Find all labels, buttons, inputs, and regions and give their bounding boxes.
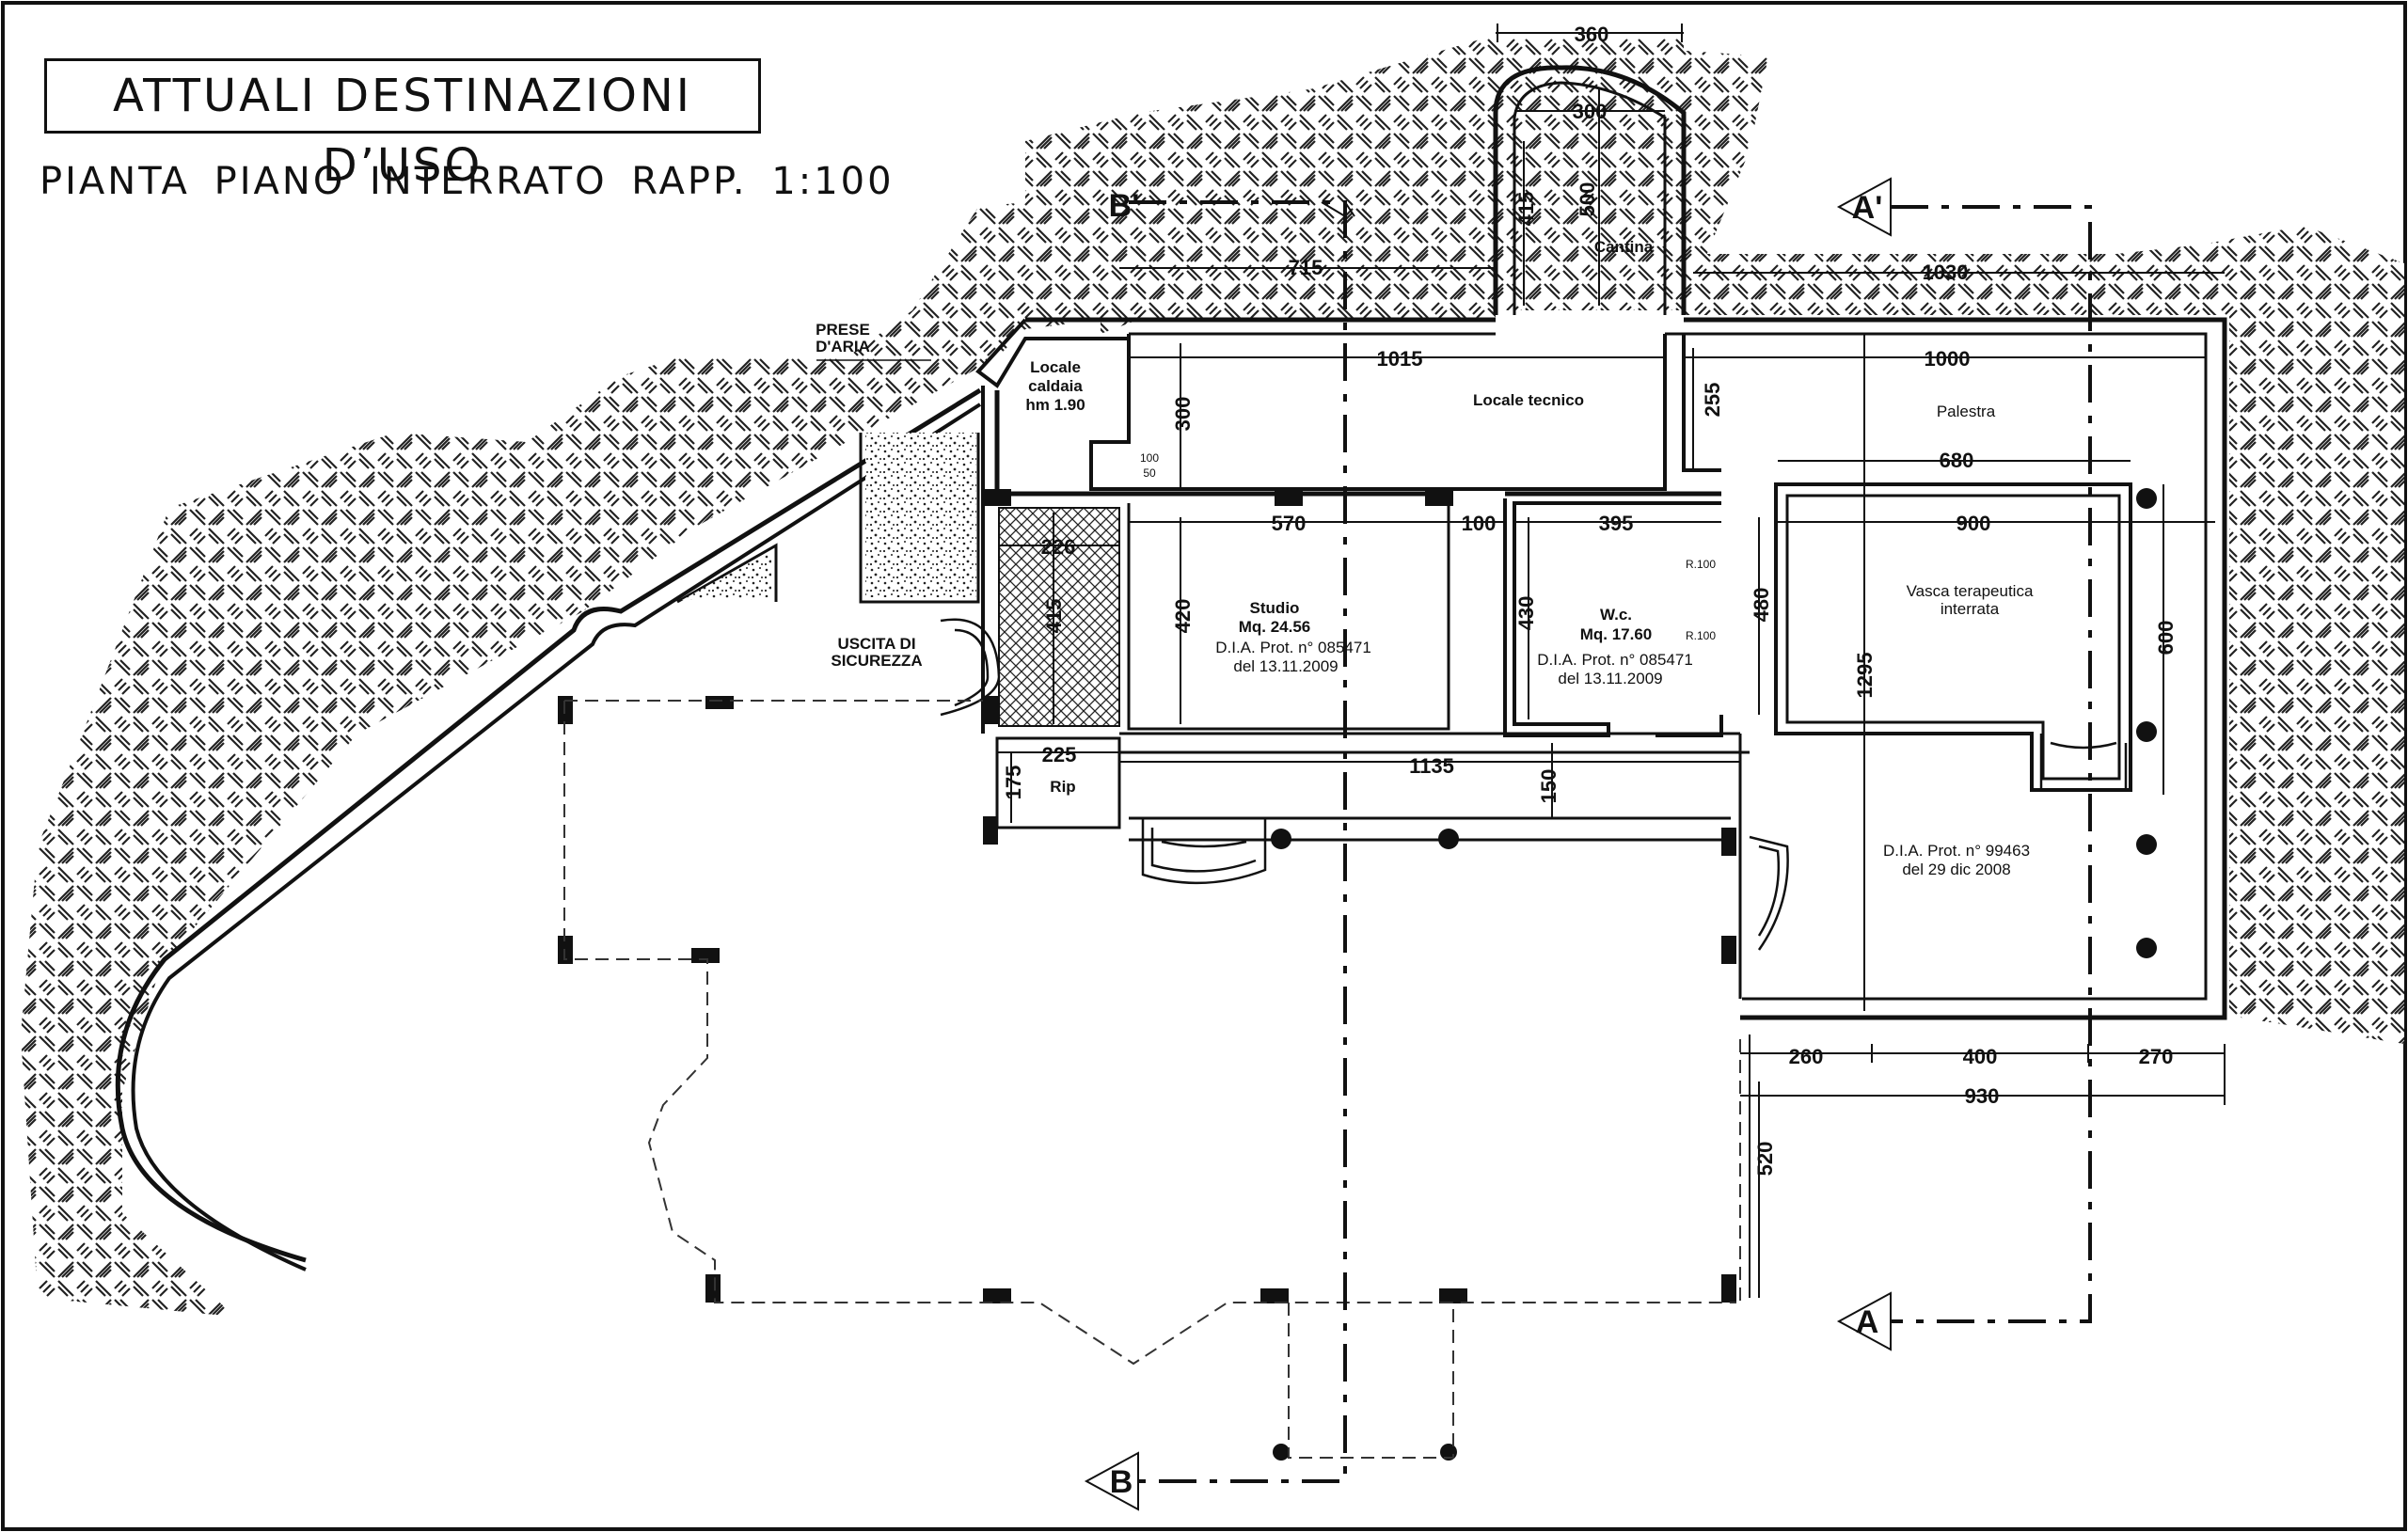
dim-1135: 1135 <box>1409 754 1454 778</box>
air-vent-fill <box>865 433 976 597</box>
dim-420: 420 <box>1171 599 1195 634</box>
drawing-title: ATTUALI DESTINAZIONI D’USO <box>44 58 761 192</box>
dim-300-tecnico: 300 <box>1171 397 1195 432</box>
porch-outline <box>563 700 1741 1459</box>
section-b-prime: B' <box>1109 188 1140 224</box>
dim-50: 50 <box>1143 466 1156 480</box>
dim-1015: 1015 <box>1377 347 1423 371</box>
dim-415-stair: 415 <box>1042 599 1066 634</box>
label-wc-dia: D.I.A. Prot. n° 085471 <box>1537 651 1693 669</box>
dim-1295: 1295 <box>1853 653 1877 699</box>
dim-400: 400 <box>1963 1045 1998 1068</box>
dim-270: 270 <box>2139 1045 2174 1068</box>
label-uscita-1: USCITA DI <box>837 635 915 653</box>
columns <box>558 488 2157 1461</box>
label-vasca: Vasca terapeutica <box>1907 582 2034 600</box>
section-b: B <box>1110 1464 1133 1500</box>
dim-395: 395 <box>1599 512 1634 535</box>
radius-100-a: R.100 <box>1686 558 1716 571</box>
label-vasca-2: interrata <box>1941 600 2000 618</box>
label-caldaia-3: hm 1.90 <box>1025 396 1085 414</box>
dim-520: 520 <box>1753 1142 1777 1177</box>
dimension-lines <box>997 24 2226 1298</box>
dim-100-wall: 100 <box>1462 512 1497 535</box>
air-vent-fill-2 <box>682 550 771 600</box>
section-markers <box>1084 177 1892 1511</box>
dim-1000: 1000 <box>1925 347 1971 371</box>
dim-175: 175 <box>1002 766 1025 800</box>
drawing-subtitle: PIANTA PIANO INTERRATO RAPP. 1:100 <box>40 160 895 203</box>
stair-hatch <box>998 507 1120 727</box>
dim-255: 255 <box>1701 383 1724 418</box>
dim-260: 260 <box>1789 1045 1824 1068</box>
dim-680: 680 <box>1940 449 1974 472</box>
label-studio-date: del 13.11.2009 <box>1233 657 1338 675</box>
ground-hatch <box>21 38 2404 1317</box>
dim-570: 570 <box>1272 512 1307 535</box>
dim-300-cantina: 300 <box>1573 100 1608 123</box>
radius-100-b: R.100 <box>1686 629 1716 642</box>
label-caldaia-2: caldaia <box>1028 377 1083 395</box>
dim-600: 600 <box>2154 621 2178 655</box>
label-studio-dia: D.I.A. Prot. n° 085471 <box>1215 639 1371 656</box>
label-rip: Rip <box>1050 778 1075 796</box>
dim-415-cantina: 415 <box>1514 192 1538 227</box>
dim-225: 225 <box>1042 743 1077 766</box>
label-studio: Studio <box>1250 599 1300 617</box>
label-wc-area: Mq. 17.60 <box>1580 625 1653 643</box>
dim-430: 430 <box>1514 596 1538 631</box>
label-studio-area: Mq. 24.56 <box>1239 618 1311 636</box>
label-prese-aria-2: D'ARIA <box>816 338 870 355</box>
dim-226: 226 <box>1041 535 1076 559</box>
label-caldaia-1: Locale <box>1030 358 1081 376</box>
dim-900: 900 <box>1956 512 1991 535</box>
structure-walls <box>115 65 2227 1271</box>
label-palestra-date: del 29 dic 2008 <box>1902 861 2010 878</box>
section-lines <box>1129 200 2092 1483</box>
label-palestra: Palestra <box>1937 403 1996 420</box>
label-uscita-2: SICUREZZA <box>831 652 922 670</box>
dim-1030: 1030 <box>1923 261 1969 284</box>
dim-480: 480 <box>1750 588 1773 623</box>
dim-100: 100 <box>1140 451 1159 465</box>
section-a: A <box>1856 1304 1879 1340</box>
label-cantina: Cantina <box>1594 238 1654 256</box>
dim-500: 500 <box>1576 182 1599 217</box>
dim-150: 150 <box>1537 769 1560 804</box>
dim-930: 930 <box>1965 1084 2000 1108</box>
label-palestra-dia: D.I.A. Prot. n° 99463 <box>1883 842 2030 860</box>
label-wc: W.c. <box>1600 606 1632 624</box>
section-a-prime: A' <box>1852 190 1883 226</box>
label-locale-tecnico: Locale tecnico <box>1473 391 1584 409</box>
label-prese-aria-1: PRESE <box>816 321 870 339</box>
label-wc-date: del 13.11.2009 <box>1558 670 1662 687</box>
dim-715: 715 <box>1289 256 1323 279</box>
dim-360: 360 <box>1575 23 1609 46</box>
stairs <box>940 618 2128 951</box>
